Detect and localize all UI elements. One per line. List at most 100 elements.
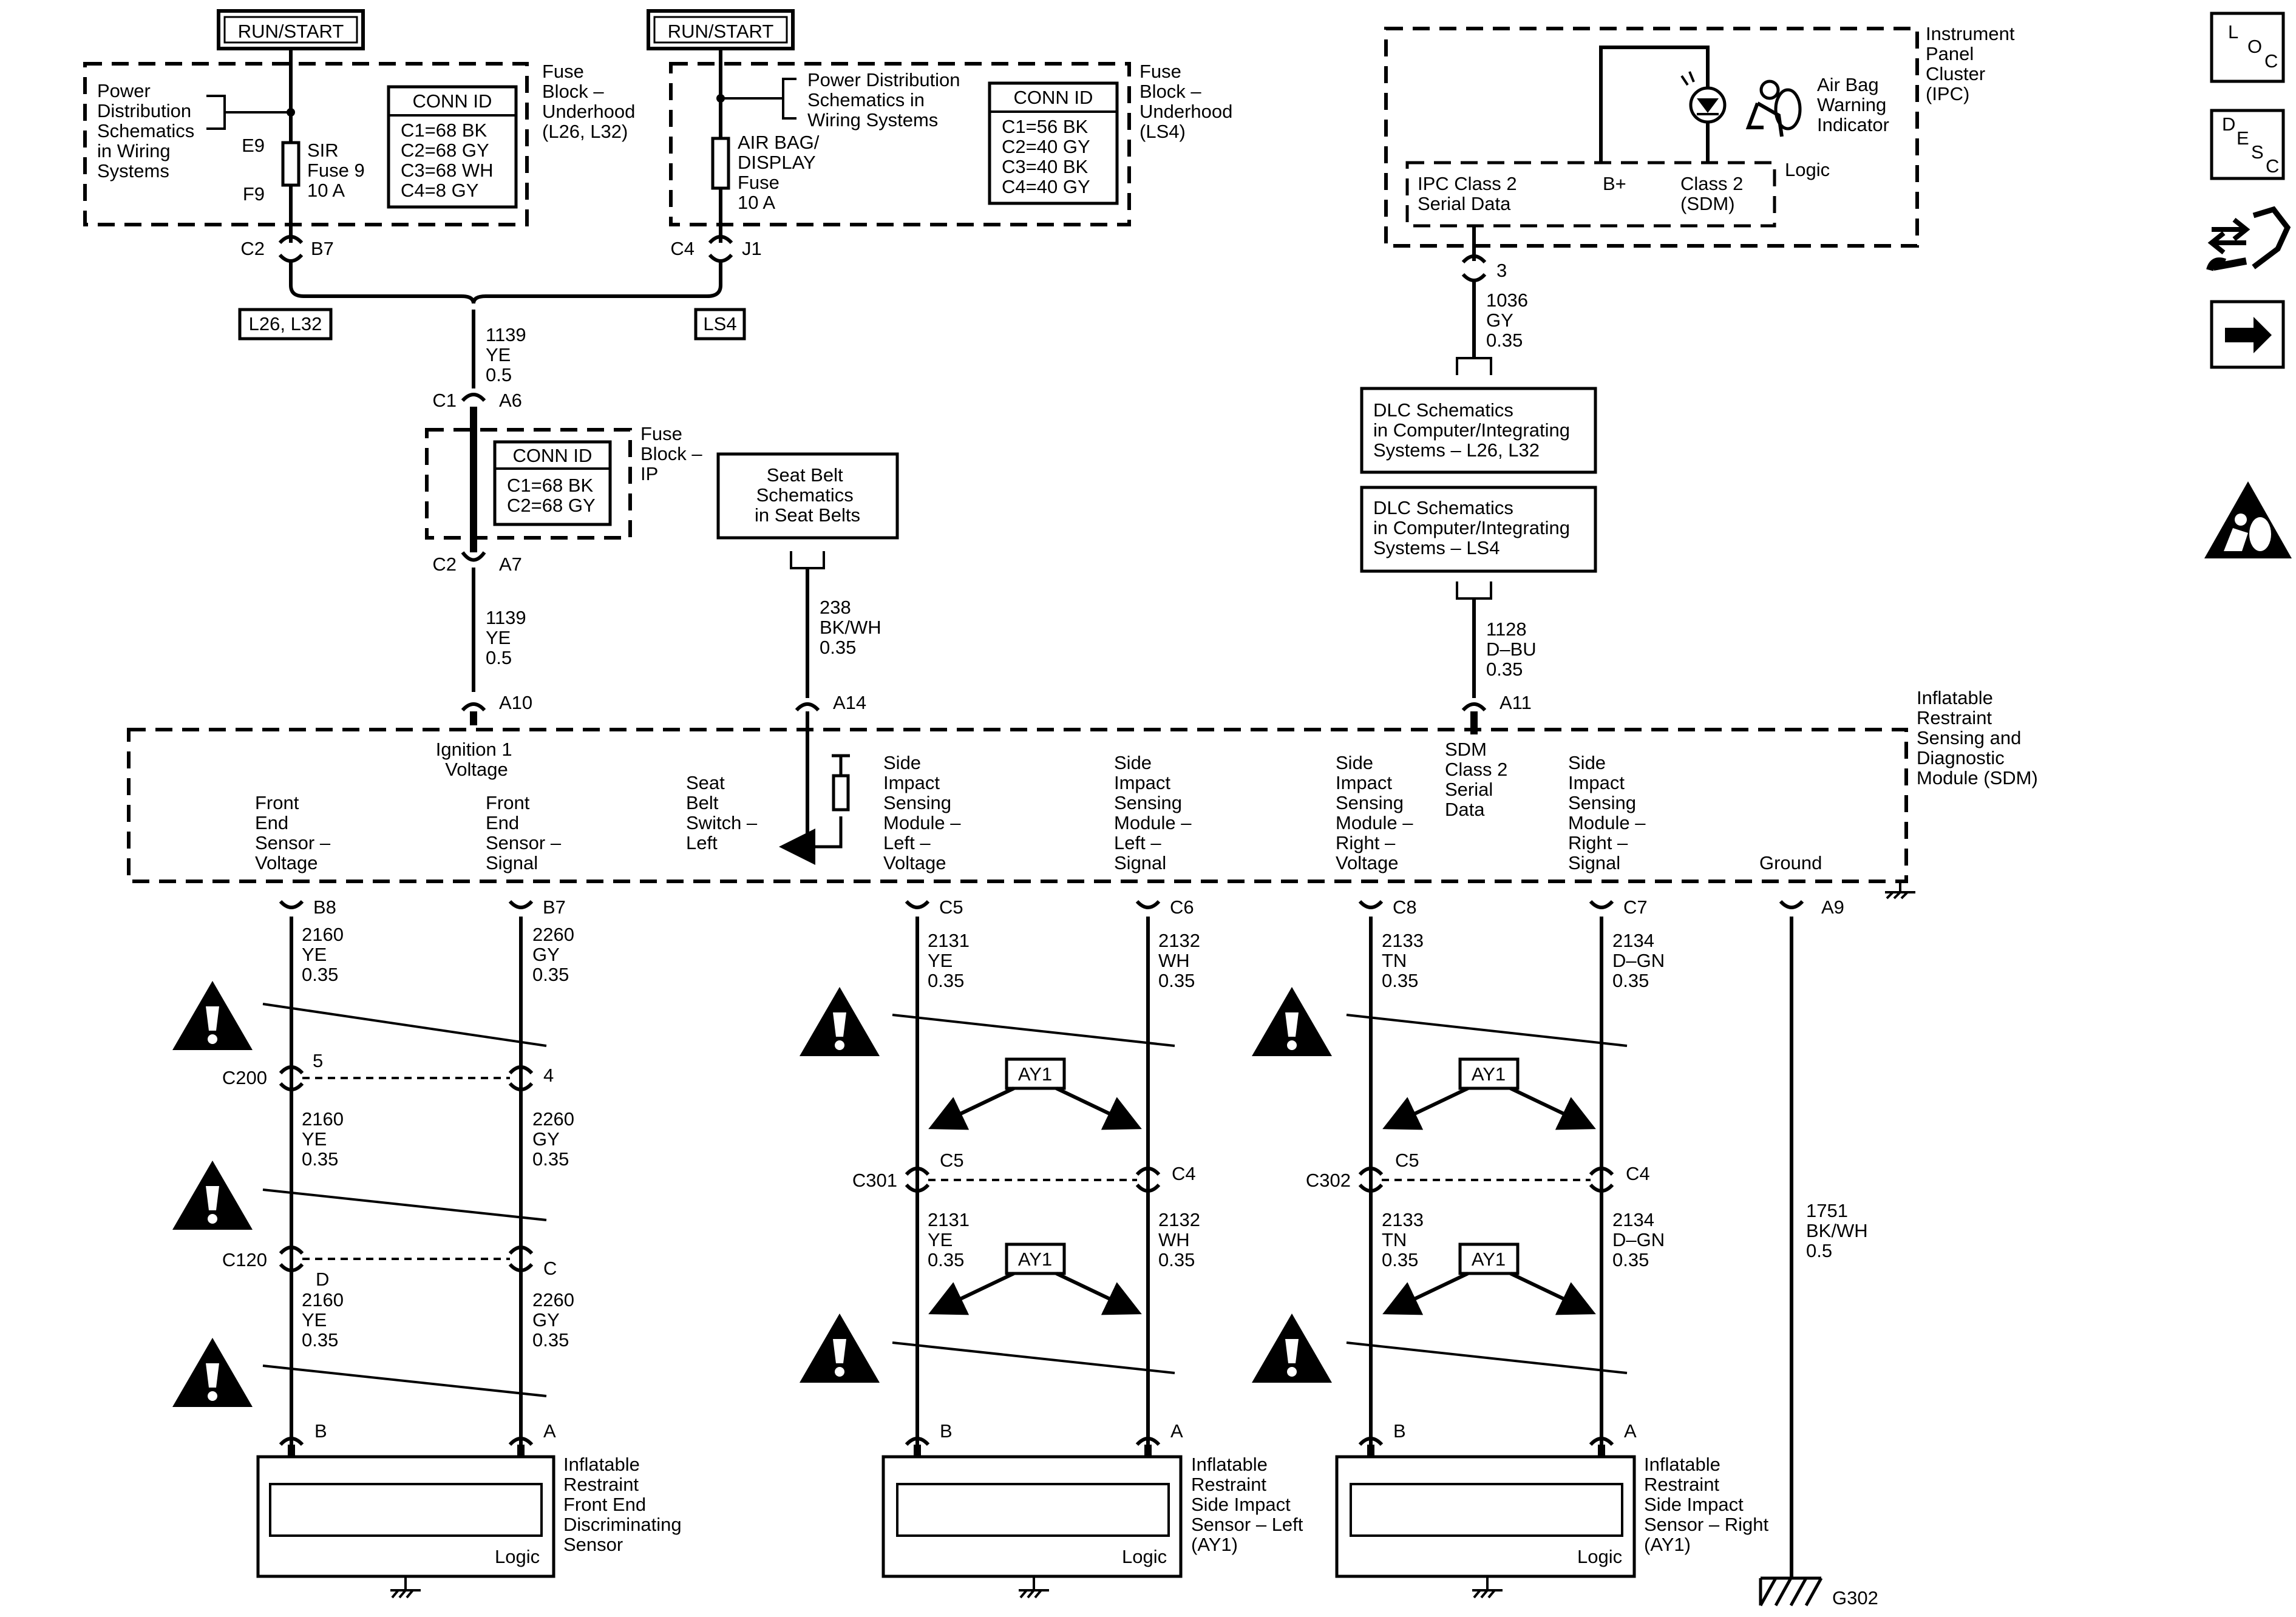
svg-text:5: 5 — [313, 1050, 323, 1071]
svg-text:DLC Schematics in Comput: DLC Schematics in Computer/Integrating S… — [1373, 497, 1575, 558]
svg-text:O: O — [2247, 36, 2262, 57]
svg-text:F9: F9 — [243, 183, 265, 205]
svg-text:C5: C5 — [939, 897, 963, 918]
svg-text:C4: C4 — [1626, 1163, 1650, 1184]
svg-text:Logic: Logic — [1122, 1546, 1167, 1567]
instrument-panel-cluster: Instrument Panel Cluster (IPC) IPC Class… — [1384, 23, 2020, 375]
sdm-class2-label: SDM Class 2 Serial Data — [1445, 739, 1513, 820]
svg-text:B8: B8 — [313, 897, 336, 918]
sis-left-signal-label: Side Impact Sensing Module – Left – Sign… — [1114, 752, 1197, 873]
svg-text:C4: C4 — [1172, 1163, 1196, 1184]
conn-id-ip: C1=68 BK C2=68 GY — [507, 475, 599, 516]
svg-text:B: B — [314, 1420, 327, 1442]
run-start-label: RUN/START — [238, 21, 344, 42]
c120-label: C120 — [222, 1249, 267, 1270]
fe-signal-label: Front End Sensor – Signal — [486, 792, 566, 873]
wire-1139-top: 1139 YE 0.5 — [486, 324, 531, 385]
conn-id-list: C1=68 BK C2=68 GY C3=68 WH C4=8 GY — [401, 120, 498, 201]
svg-text:S: S — [2251, 141, 2264, 163]
bplus-label: B+ — [1603, 173, 1626, 194]
svg-text:Logic: Logic — [495, 1546, 540, 1567]
svg-text:C5: C5 — [1395, 1150, 1419, 1171]
svg-text:C7: C7 — [1623, 897, 1648, 918]
warning-triangle-icon — [800, 1314, 880, 1383]
svg-text:C: C — [2266, 155, 2279, 177]
power-distribution-label: Power Distribution Schematics in Wiring … — [97, 80, 200, 181]
svg-text:CONN ID: CONN ID — [513, 445, 593, 466]
connector-tools-icon[interactable] — [2206, 206, 2291, 271]
wire-1751: 1751 BK/WH 0.5 — [1806, 1200, 1873, 1261]
run-start-label-2: RUN/START — [668, 21, 774, 42]
seat-belt-schematics: Seat Belt Schematics in Seat Belts 238 B… — [716, 452, 899, 698]
ipc-class2-label: IPC Class 2 Serial Data — [1418, 173, 1522, 214]
front-end-sensor-label: Inflatable Restraint Front End Discrimin… — [563, 1454, 687, 1555]
warning-triangle-icon — [1252, 987, 1332, 1056]
sis-right-voltage-label: Side Impact Sensing Module – Right – Vol… — [1336, 752, 1418, 873]
side-impact-left-sensor-label: Inflatable Restraint Side Impact Sensor … — [1191, 1454, 1308, 1555]
svg-text:CONN ID: CONN ID — [1014, 87, 1093, 108]
svg-text:C8: C8 — [1393, 897, 1417, 918]
svg-text:A11: A11 — [1500, 692, 1532, 713]
dlc-schematics: DLC Schematics in Computer/Integrating S… — [1360, 387, 1597, 698]
ground-label: Ground — [1759, 852, 1822, 873]
wire-1139-bottom: 1139 YE 0.5 — [486, 607, 531, 668]
ignition-voltage-label: Ignition 1 Voltage — [436, 739, 517, 780]
c302-label: C302 — [1306, 1170, 1351, 1191]
wire-1128: 1128 D–BU 0.35 — [1486, 619, 1541, 680]
svg-text:Seat Belt Schematics: Seat Belt Schematics in Seat Belts — [755, 464, 860, 526]
wire-238: 238 BK/WH 0.35 — [820, 597, 886, 658]
svg-text:A: A — [1624, 1420, 1637, 1442]
ipc-title: Instrument Panel Cluster (IPC) — [1926, 23, 2020, 104]
ground-symbol-icon — [1759, 1576, 1823, 1607]
next-arrow-icon[interactable] — [2210, 300, 2285, 369]
desc-icon[interactable]: D E S C — [2210, 109, 2285, 180]
fuse-block-ip: C1 A6 Fuse Block – IP CONN ID C1=68 BK C… — [425, 390, 707, 692]
class2-sdm-label: Class 2 (SDM) — [1680, 173, 1748, 214]
airbag-person-icon — [1745, 80, 1802, 137]
svg-text:B7: B7 — [543, 897, 566, 918]
svg-text:L: L — [2228, 21, 2238, 42]
svg-text:4: 4 — [543, 1065, 554, 1086]
svg-text:J1: J1 — [742, 238, 762, 259]
loc-icon[interactable]: L O C — [2210, 12, 2285, 83]
warning-triangle-icon — [800, 987, 880, 1056]
svg-text:C4: C4 — [670, 238, 695, 259]
svg-text:3: 3 — [1496, 260, 1507, 281]
svg-text:DLC Schematics in Comput: DLC Schematics in Computer/Integrating S… — [1373, 399, 1575, 461]
fuse-block-title: Fuse Block – Underhood (L26, L32) — [542, 61, 640, 142]
c301-label: C301 — [852, 1170, 897, 1191]
option-tag-ls4: LS4 — [703, 313, 736, 334]
svg-text:B7: B7 — [311, 238, 334, 259]
svg-text:A9: A9 — [1821, 897, 1844, 918]
option-tag-l26-l32: L26, L32 — [249, 313, 322, 334]
warning-icons — [172, 981, 1332, 1407]
fuse-block-underhood-l26-l32: RUN/START Fuse Block – Underhood (L26, L… — [83, 9, 640, 285]
fuse-block-ls4-title: Fuse Block – Underhood (LS4) — [1140, 61, 1238, 142]
svg-text:A6: A6 — [499, 390, 522, 411]
warning-triangle-icon — [1252, 1314, 1332, 1383]
svg-text:B: B — [1393, 1420, 1406, 1442]
airbag-warning-indicator-label: Air Bag Warning Indicator — [1817, 74, 1892, 135]
conn-id-list-2: C1=56 BK C2=40 GY C3=40 BK C4=40 GY — [1002, 116, 1095, 197]
seat-belt-switch-label: Seat Belt Switch – Left — [686, 772, 763, 853]
airbag-caution-icon[interactable] — [2204, 481, 2292, 558]
sis-left-voltage-label: Side Impact Sensing Module – Left – Volt… — [883, 752, 966, 873]
wire-1036: 1036 GY 0.35 — [1486, 290, 1533, 351]
fuse-block-ip-title: Fuse Block – IP — [640, 423, 707, 484]
svg-text:A: A — [543, 1420, 556, 1442]
sdm-module: Inflatable Restraint Sensing and Diagnos… — [127, 687, 2038, 918]
warning-triangle-icon — [172, 1338, 253, 1407]
